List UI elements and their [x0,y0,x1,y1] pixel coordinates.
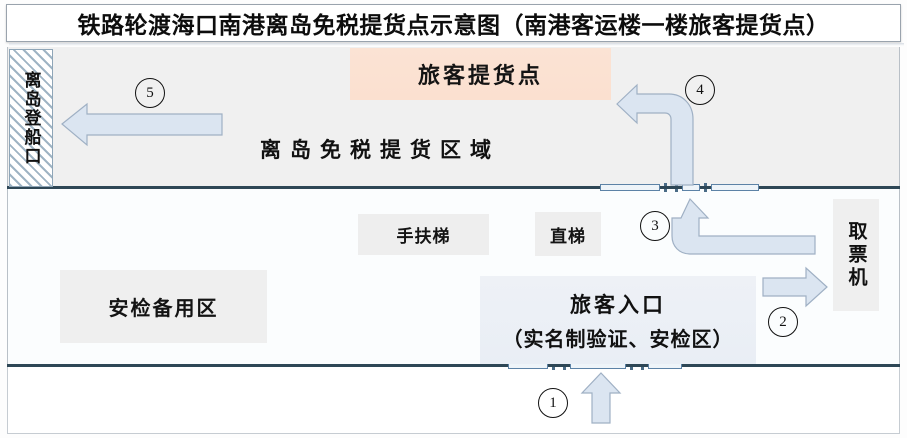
entrance-label-main: 旅客入口 [570,293,666,317]
passenger-entrance-area: 旅客入口 （实名制验证、安检区） [480,276,756,364]
escalator-area: 手扶梯 [358,214,489,255]
step-number: 1 [549,394,557,411]
ticket-machine-area: 取票机 [833,199,879,311]
step-marker-5: 5 [135,78,165,108]
step-number: 3 [651,217,659,234]
wall-middle [7,186,900,189]
passenger-pickup-point: 旅客提货点 [350,48,611,100]
arrow-turn-to-pickup-icon [615,80,699,186]
arrow-up-through-gate-icon [668,196,816,258]
arrow-entry-up-icon [580,372,622,424]
gate-middle [600,183,759,192]
boarding-gate-area: 离岛登船口 [9,49,53,187]
arrow-to-ticket-machine-icon [762,266,828,308]
duty-free-zone-label-box: 离岛免税提货区域 [215,132,545,166]
elevator-area: 直梯 [535,212,601,256]
security-spare-label: 安检备用区 [108,298,219,320]
gate-dots [704,183,707,192]
step-marker-3: 3 [640,211,670,241]
step-number: 4 [696,81,704,98]
gate-segment [711,184,759,191]
diagram-title-bar: 铁路轮渡海口南港离岛免税提货点示意图（南港客运楼一楼旅客提货点） [6,4,901,42]
escalator-label: 手扶梯 [396,227,451,246]
gate-dots [664,183,667,192]
pickup-point-label: 旅客提货点 [417,63,543,88]
boarding-gate-label: 离岛登船口 [21,70,41,166]
ticket-machine-label: 取票机 [845,220,867,290]
wall-bottom [7,364,900,367]
gate-segment [600,184,660,191]
arrow-to-boarding-gate-icon [61,102,223,147]
step-marker-2: 2 [768,307,798,337]
page-title: 铁路轮渡海口南港离岛免税提货点示意图（南港客运楼一楼旅客提货点） [77,12,830,38]
elevator-label: 直梯 [550,226,586,246]
duty-free-zone-label: 离岛免税提货区域 [260,139,500,162]
entrance-label-sub: （实名制验证、安检区） [502,328,734,351]
step-number: 5 [146,84,154,101]
title-shadow [9,43,904,46]
step-marker-4: 4 [685,75,715,105]
step-number: 2 [779,313,787,330]
step-marker-1: 1 [538,388,568,418]
security-check-spare-area: 安检备用区 [60,270,267,343]
outer-area [7,367,900,434]
